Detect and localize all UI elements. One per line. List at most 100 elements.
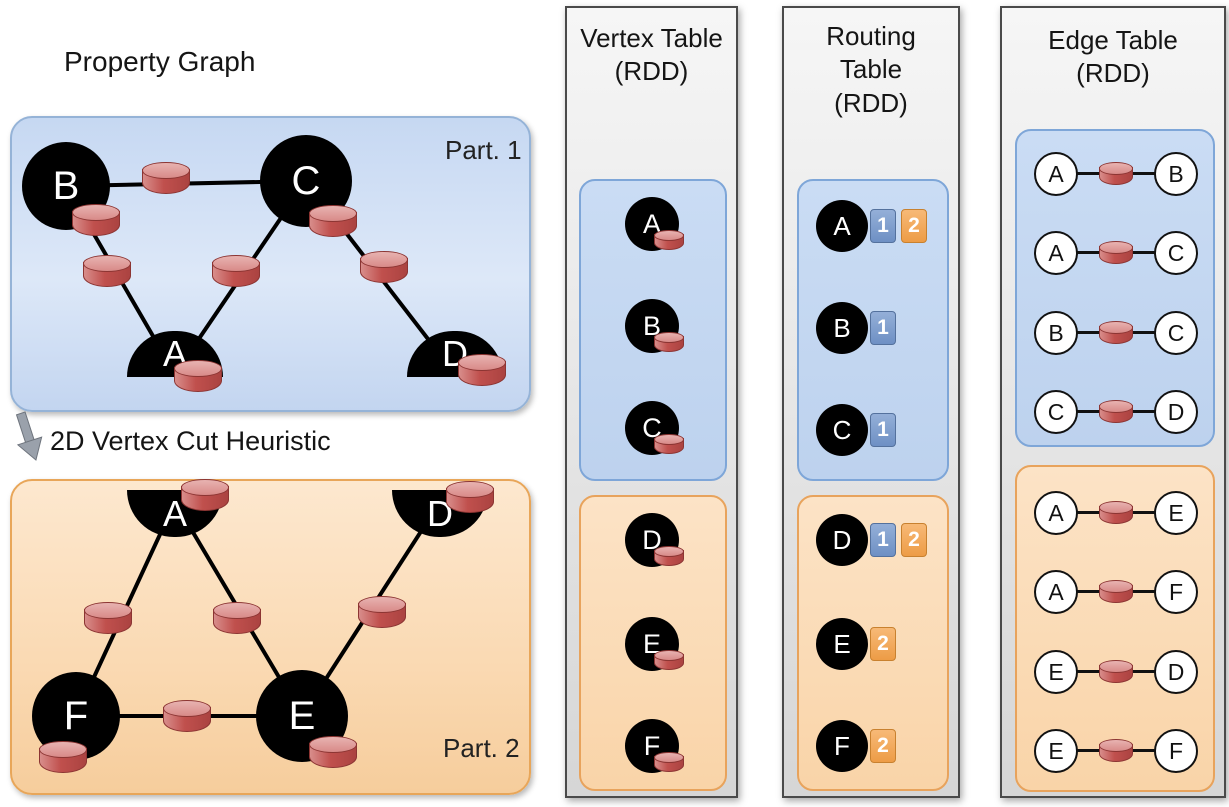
vertex-label: E (288, 693, 316, 738)
edge-property-cylinder (1099, 321, 1133, 344)
routing-badge-partition-1: 1 (870, 209, 896, 243)
edge-property-cylinder (1099, 400, 1133, 423)
edge-table-title-line1: Edge Table (1048, 25, 1178, 55)
edge-dst-node: D (1154, 390, 1198, 434)
edge-table-title-line2: (RDD) (1076, 58, 1150, 89)
vertex-label: D (1167, 398, 1185, 425)
down-arrow-icon (15, 411, 43, 461)
vertex-property-cylinder (446, 481, 494, 514)
routing-table-title-line1: Routing (826, 21, 916, 51)
edge-dst-node: F (1154, 570, 1198, 614)
vertex-table-title: Vertex Table (RDD) (567, 22, 736, 89)
edge-src-node: A (1034, 231, 1078, 275)
routing-table-partition-1: A 1 2 B 1 C 1 (797, 179, 949, 481)
vertex-property-cylinder (654, 332, 684, 353)
vertex-label: F (834, 730, 850, 761)
vertex-property-cylinder (181, 479, 229, 512)
edge-src-node: A (1034, 491, 1078, 535)
edge-property-cylinder (142, 162, 190, 195)
vertex-label: D (832, 524, 852, 555)
vertex-property-cylinder (654, 752, 684, 773)
routing-table-title-line3: (RDD) (834, 87, 908, 118)
vertex-label: E (1048, 658, 1064, 685)
vertex-table-title-line2: (RDD) (614, 56, 689, 87)
vertex-label: C (1167, 319, 1185, 346)
routing-badge-partition-1: 1 (870, 413, 896, 447)
vertex-label: B (52, 163, 80, 208)
partition-2-label: Part. 2 (443, 733, 520, 763)
routing-badge-partition-2: 2 (901, 209, 927, 243)
edge-table-partition-1: A B A C B C C D (1015, 129, 1215, 447)
vertex-label: E (833, 628, 851, 659)
vertex-label: A (1048, 578, 1064, 605)
vertex-property-cylinder (309, 205, 357, 238)
edge-property-cylinder (212, 255, 260, 288)
vertex-label: C (1047, 398, 1065, 425)
edge-dst-node: C (1154, 311, 1198, 355)
edge-dst-node: B (1154, 152, 1198, 196)
vertex-label: A (833, 210, 851, 241)
page-title: Property Graph (64, 46, 256, 77)
routing-node-B: B (816, 302, 868, 354)
edge-property-cylinder (358, 596, 406, 629)
edge-src-node: E (1034, 729, 1078, 773)
routing-table-title: Routing Table (RDD) (784, 20, 958, 120)
vertex-property-cylinder (654, 650, 684, 671)
vertex-label: B (1048, 319, 1064, 346)
vertex-property-cylinder (309, 736, 357, 769)
edge-src-node: B (1034, 311, 1078, 355)
edge-dst-node: E (1154, 491, 1198, 535)
vertex-label: A (1048, 239, 1064, 266)
vertex-property-cylinder (654, 434, 684, 455)
edge-src-node: E (1034, 650, 1078, 694)
vertex-label: C (291, 158, 321, 203)
vertex-label: C (832, 414, 852, 445)
edge-property-cylinder (1099, 739, 1133, 762)
edge-property-cylinder (360, 251, 408, 284)
vertex-property-cylinder (654, 546, 684, 567)
edge-src-node: A (1034, 570, 1078, 614)
vertex-property-cylinder (458, 354, 506, 387)
vertex-table-partition-1: A B C (579, 179, 727, 481)
vertex-label: D (1167, 658, 1185, 685)
routing-node-F: F (816, 720, 868, 772)
graph-vertex-B: B (22, 142, 110, 230)
edge-table-partition-2: A E A F E D E F (1015, 465, 1215, 792)
vertex-label: C (1167, 239, 1185, 266)
routing-node-C: C (816, 404, 868, 456)
vertex-property-cylinder (174, 360, 222, 393)
routing-badge-partition-2: 2 (870, 627, 896, 661)
vertex-label: F (63, 693, 89, 738)
routing-table-panel: Routing Table (RDD) A 1 2 B 1 C 1 D 1 2 … (782, 6, 960, 798)
vertex-property-cylinder (654, 230, 684, 251)
edge-property-cylinder (1099, 162, 1133, 185)
partition-1-label: Part. 1 (445, 135, 522, 165)
routing-node-E: E (816, 618, 868, 670)
routing-table-partition-2: D 1 2 E 2 F 2 (797, 495, 949, 791)
routing-badge-partition-2: 2 (870, 729, 896, 763)
vertex-label: A (1048, 160, 1064, 187)
edge-src-node: A (1034, 152, 1078, 196)
vertex-label: B (833, 312, 851, 343)
edge-property-cylinder (83, 255, 131, 288)
vertex-property-cylinder (72, 204, 120, 237)
vertex-label: A (1048, 499, 1064, 526)
edge-src-node: C (1034, 390, 1078, 434)
vertex-label: E (1168, 499, 1184, 526)
vertex-table-partition-2: D E F (579, 495, 727, 791)
vertex-label: F (1168, 737, 1184, 764)
cut-heuristic-label: 2D Vertex Cut Heuristic (50, 426, 331, 456)
edge-table-title: Edge Table (RDD) (1002, 24, 1224, 91)
edge-property-cylinder (1099, 660, 1133, 683)
edge-property-cylinder (163, 700, 211, 733)
routing-node-A: A (816, 200, 868, 252)
routing-node-D: D (816, 514, 868, 566)
vertex-label: F (1168, 578, 1184, 605)
edge-dst-node: D (1154, 650, 1198, 694)
routing-badge-partition-1: 1 (870, 311, 896, 345)
edge-table-panel: Edge Table (RDD) A B A C B C C D A E A F (1000, 6, 1226, 798)
edge-property-cylinder (1099, 501, 1133, 524)
edge-dst-node: F (1154, 729, 1198, 773)
edge-property-cylinder (1099, 241, 1133, 264)
vertex-label: E (1048, 737, 1064, 764)
